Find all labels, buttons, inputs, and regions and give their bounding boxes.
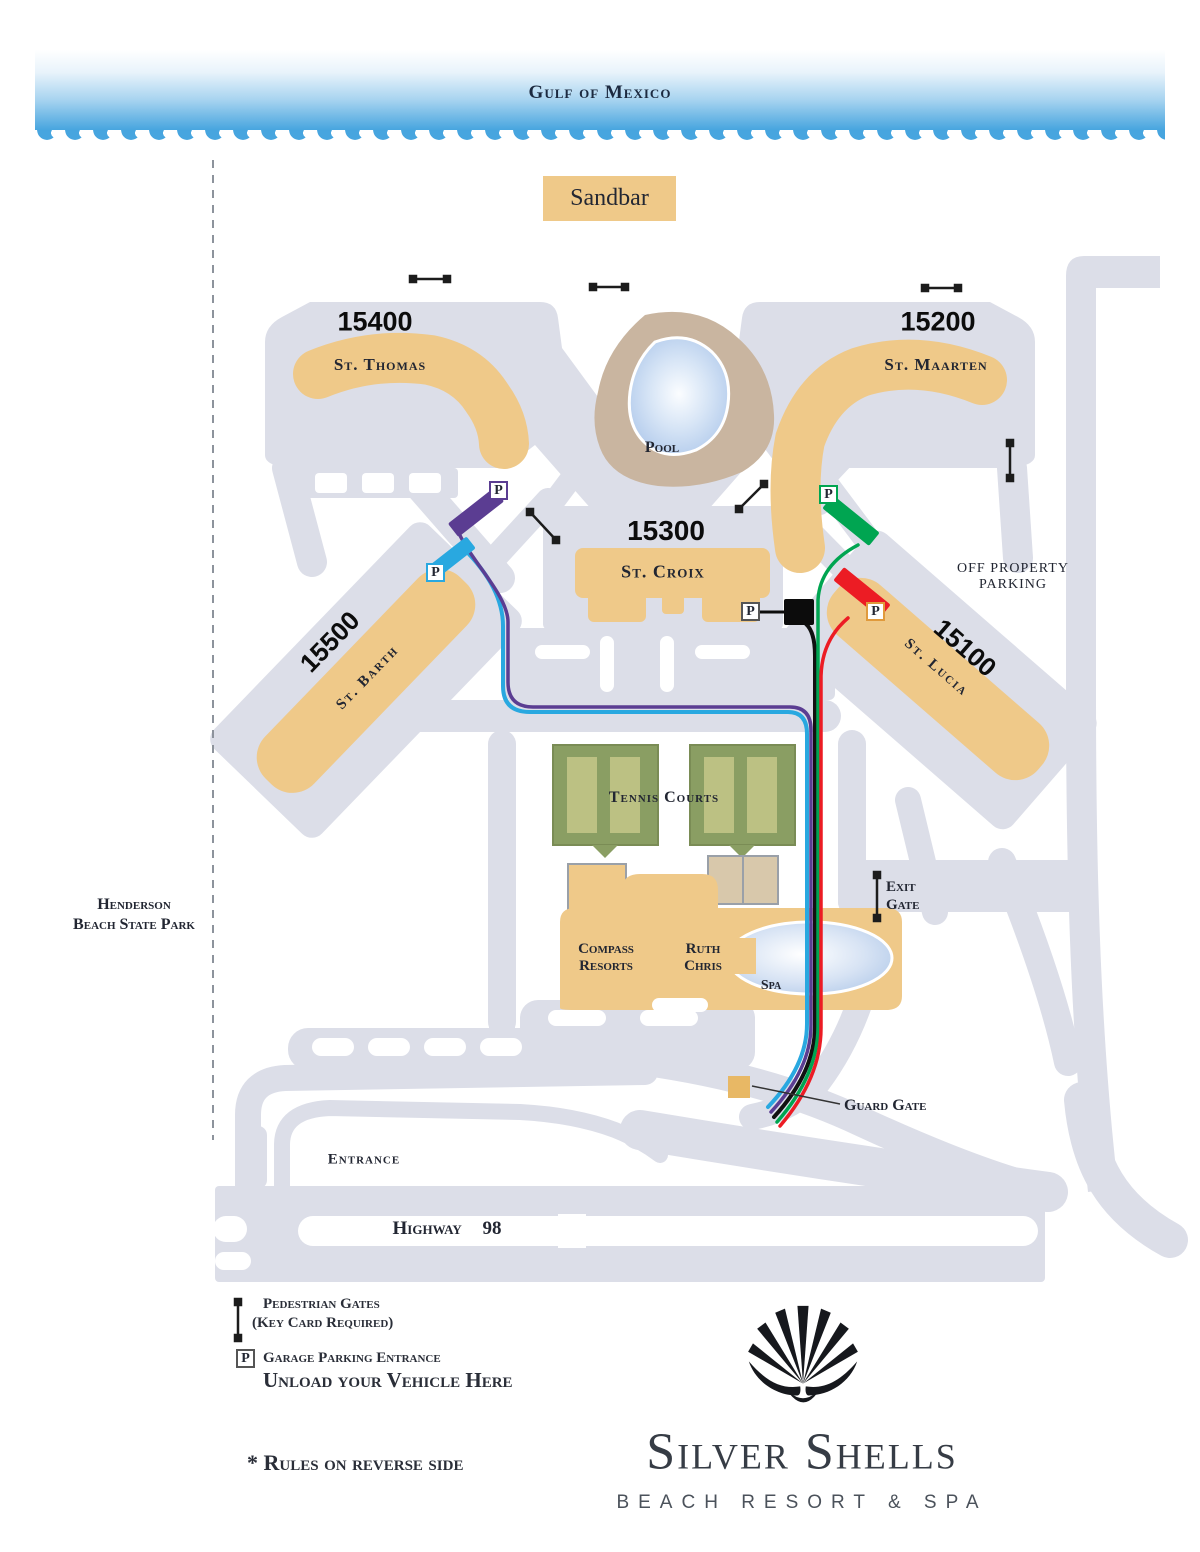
pool-water — [627, 336, 731, 456]
tennis-courts — [552, 744, 796, 858]
pedestrian-gate — [734, 479, 769, 514]
black-garage-rect — [784, 599, 814, 625]
road-east — [1066, 256, 1160, 1192]
road-left-vertical — [488, 730, 516, 1036]
pedestrian-gate — [588, 282, 630, 292]
pedestrian-gate — [920, 283, 963, 293]
garage-parking-p-green: P — [819, 485, 838, 504]
tennis-courts-label: Tennis Courts — [608, 789, 720, 806]
wave-border — [35, 130, 1165, 150]
garage-parking-p-cyan: P — [426, 563, 445, 582]
beige-building — [707, 855, 779, 905]
garage-parking-p-purple: P — [489, 481, 508, 500]
garage-parking-p-black: P — [741, 602, 760, 621]
pedestrian-gates — [233, 274, 1015, 1343]
highway-label: Highway 98 — [392, 1218, 502, 1239]
henderson-park-label: Henderson Beach State Park — [73, 896, 195, 933]
spa-label: Spa — [760, 978, 782, 993]
building-name-st-croix: St. Croix — [621, 561, 705, 582]
pool-area — [594, 311, 775, 487]
sandbar-building: Sandbar — [543, 176, 676, 221]
building-number-15300: 15300 — [627, 515, 705, 546]
legend-garage-subtitle: Unload your Vehicle Here — [263, 1368, 513, 1392]
building-15100 — [826, 577, 1050, 781]
pedestrian-gate-legend — [233, 1297, 243, 1343]
off-property-parking-label: Off Property Parking — [957, 561, 1069, 592]
legend-pedestrian-line2: (Key Card Required) — [252, 1315, 394, 1331]
pedestrian-gate — [525, 507, 561, 545]
garage-parking-p-red: P — [866, 602, 885, 621]
pool-label: Pool — [644, 439, 680, 456]
building-number-15400: 15400 — [337, 306, 413, 337]
guard-gate-label: Guard Gate — [844, 1097, 927, 1114]
shell-logo-icon — [748, 1305, 858, 1403]
legend-rules-note: * Rules on reverse side — [247, 1450, 464, 1475]
building-15300 — [575, 548, 770, 622]
building-15400 — [293, 332, 529, 469]
route-red — [778, 616, 850, 1128]
route-cyan — [462, 547, 809, 1109]
exit-gate-label: Exit Gate — [886, 879, 920, 913]
entrance-label: Entrance — [327, 1151, 401, 1168]
building-name-st-maarten: St. Maarten — [884, 355, 988, 374]
pedestrian-gate — [408, 274, 452, 284]
resort-logo-tagline: Beach Resort & Spa — [616, 1492, 988, 1513]
legend-garage-title: Garage Parking Entrance — [263, 1350, 441, 1366]
resort-logo-name: Silver Shells — [646, 1423, 958, 1481]
building-number-15200: 15200 — [900, 306, 976, 337]
route-black — [772, 622, 817, 1119]
road-cutouts — [213, 473, 1038, 1270]
gulf-of-mexico-band: Gulf of Mexico — [35, 50, 1165, 130]
guard-gate-leader-line — [751, 1085, 841, 1105]
building-15200 — [770, 339, 1007, 573]
pedestrian-gate — [1005, 438, 1015, 483]
legend-garage-p-icon: P — [236, 1349, 255, 1368]
ruth-chris-label: Ruth Chris — [684, 941, 722, 974]
gulf-of-mexico-label: Gulf of Mexico — [528, 82, 672, 103]
sandbar-label: Sandbar — [570, 185, 649, 211]
small-building — [567, 863, 627, 917]
legend-pedestrian-line1: Pedestrian Gates — [263, 1296, 380, 1312]
compass-resorts-label: Compass Resorts — [578, 941, 634, 974]
spa-building-notch — [726, 938, 756, 974]
building-name-st-thomas: St. Thomas — [333, 355, 427, 374]
route-purple — [455, 526, 813, 1114]
pedestrian-gate-exit — [872, 870, 882, 923]
compass-bottom-notch — [652, 998, 708, 1012]
guard-gate-building — [728, 1076, 750, 1098]
building-15500 — [256, 569, 476, 793]
